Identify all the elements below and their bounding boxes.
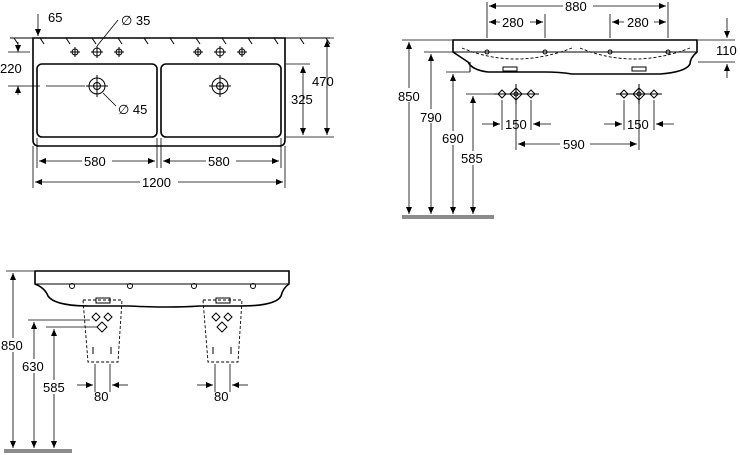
valve-group-left xyxy=(494,84,539,104)
trap-cover-right xyxy=(202,299,243,363)
top-view: ∅ 45 65 ∅ 35 220 470 325 580 xyxy=(0,10,334,190)
dim-side-waste-height: 585 xyxy=(43,380,65,395)
dim-bowl-depth: 325 xyxy=(291,92,313,107)
dim-bowl-bottom-height: 790 xyxy=(420,110,442,125)
dim-outer-tap-span: 880 xyxy=(565,0,587,14)
wall-hatch xyxy=(13,37,331,45)
right-bowl xyxy=(160,63,282,138)
dim-bowl-width-right: 580 xyxy=(208,154,230,169)
dim-bowl-width-left: 580 xyxy=(84,154,106,169)
floor-front xyxy=(402,215,494,219)
dim-rim-height-right: 110 xyxy=(716,43,737,58)
dim-overflow-diameter: ∅ 45 xyxy=(118,102,147,117)
dim-waste-height: 585 xyxy=(461,151,483,166)
basin-profile-front xyxy=(452,39,698,75)
basin-profile-side xyxy=(34,270,290,308)
side-view: 80 80 850 630 585 xyxy=(0,270,290,453)
dim-valve-spacing-right: 150 xyxy=(627,117,649,132)
dim-trap-width-left: 80 xyxy=(94,389,108,404)
tap-holes-right xyxy=(193,46,247,58)
front-trap-left xyxy=(502,66,518,72)
dim-siphon-height: 690 xyxy=(442,131,464,146)
valve-group-right xyxy=(616,84,662,104)
trap-cover-left xyxy=(82,299,123,363)
front-view: 880 280 280 110 xyxy=(397,0,737,219)
side-valves-left xyxy=(91,312,113,354)
dim-side-rim-height: 850 xyxy=(1,338,23,353)
dim-valve-center-distance: 590 xyxy=(563,137,585,152)
side-valves-right xyxy=(211,312,233,354)
dim-tap-span-right: 280 xyxy=(627,15,649,30)
dim-trap-width-right: 80 xyxy=(214,389,228,404)
dim-side-siphon-height: 630 xyxy=(22,359,44,374)
dim-tap-span-left: 280 xyxy=(502,15,524,30)
dim-tap-offset: 65 xyxy=(48,10,62,25)
tap-holes-left xyxy=(70,46,124,58)
bowl-hidden-right xyxy=(579,47,691,60)
front-tap-holes xyxy=(484,49,671,55)
dim-rear-depth: 220 xyxy=(0,61,22,76)
dim-total-width: 1200 xyxy=(142,175,171,190)
floor-side xyxy=(4,449,72,453)
dim-front-rim-height: 850 xyxy=(398,89,420,104)
dim-valve-spacing-left: 150 xyxy=(505,117,527,132)
basin-outline-top xyxy=(32,37,286,147)
drain-left xyxy=(86,75,108,97)
dim-total-depth: 470 xyxy=(312,74,334,89)
front-trap-right xyxy=(631,66,647,72)
drain-right xyxy=(209,75,231,97)
dim-tap-hole-diameter: ∅ 35 xyxy=(121,13,150,28)
side-tap-holes xyxy=(69,283,256,289)
bowl-hidden-left xyxy=(461,47,573,60)
left-bowl xyxy=(36,63,158,138)
